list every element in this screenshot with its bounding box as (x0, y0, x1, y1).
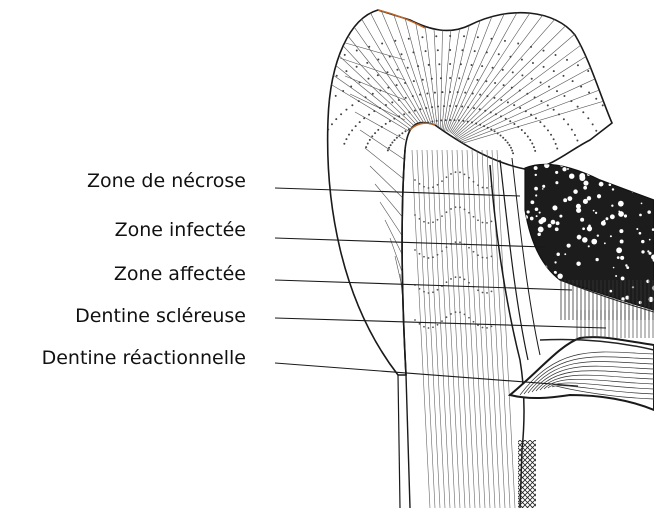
label-zone-infectee: Zone infectée (115, 219, 246, 241)
label-zone-affectee: Zone affectée (114, 263, 246, 285)
label-dentine-reactionnelle: Dentine réactionnelle (42, 347, 246, 369)
carious-lesion (523, 163, 654, 320)
leader-line-infectee (275, 238, 545, 247)
label-dentine-scleureuse: Dentine scléreuse (75, 305, 246, 327)
reactionary-dentin (510, 310, 654, 410)
leader-line-necrose (275, 188, 520, 196)
label-zone-necrose: Zone de nécrose (87, 170, 246, 192)
zone-labels: Zone de nécrose Zone infectée Zone affec… (42, 170, 246, 369)
dentin-region (398, 150, 515, 508)
